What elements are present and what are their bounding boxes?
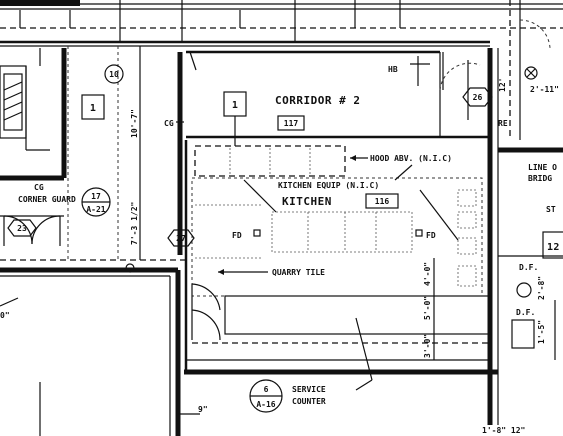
svg-text:3'-0": 3'-0" [423,334,432,358]
svg-text:D.F.: D.F. [516,308,535,317]
kitchen-equip-note: KITCHEN EQUIP (N.I.C) [243,179,459,241]
hex-tag-10: 10 [104,64,124,84]
stair-core [0,48,67,181]
corner-guard-cg: CG CG [34,119,184,192]
kitchen-name: KITCHEN [282,195,332,208]
corridor-name: CORRIDOR # 2 [275,94,360,107]
detail-ref-6-a16: 6 A-16 [249,379,283,413]
bottom-dims: 9" 1'-8" 12" [178,405,525,435]
corridor-number: 117 [284,119,299,128]
hex-tag-26: 26 [462,87,493,107]
svg-text:1: 1 [90,103,96,114]
svg-text:1: 1 [232,100,238,111]
hood-note: HOOD ABV. (N.I.C) [350,154,452,181]
svg-text:7'-3 1/2": 7'-3 1/2" [130,202,139,245]
hb-label: HB [388,65,398,74]
kitchen-number: 116 [375,197,390,206]
svg-text:2'-8": 2'-8" [537,276,546,300]
svg-text:5'-0": 5'-0" [423,296,432,320]
svg-text:1'-5": 1'-5" [537,320,546,344]
right-edge-room: 12 LINE O BRIDG ST D.F. 2'-8" D.F. 1'-5" [498,147,563,360]
top-wall-band [0,0,563,47]
svg-text:ST: ST [546,205,556,214]
svg-text:D.F.: D.F. [519,263,538,272]
svg-text:CORNER GUARD: CORNER GUARD [18,195,76,204]
svg-text:BRIDG: BRIDG [528,174,552,183]
svg-text:10: 10 [109,70,119,79]
corner-guard-note: CORNER GUARD [18,195,76,204]
svg-text:COUNTER: COUNTER [292,397,326,406]
hood-outline [194,145,346,177]
svg-text:27: 27 [176,234,186,243]
corridor-label: CORRIDOR # 2 117 [275,94,360,131]
service-counter-note: SERVICE COUNTER [292,317,373,406]
kitchen-dims: 4'-0" 5'-0" 3'-0" [423,258,435,360]
svg-text:LINE O: LINE O [528,163,557,172]
svg-text:RE: RE [498,119,508,128]
detail-ref-17-a21: 17 A-21 [81,187,111,217]
corridor-walls [177,48,499,425]
service-counter [191,283,491,344]
svg-text:FD: FD [232,231,242,240]
hex-tag-27: 27 [167,229,195,247]
svg-text:0": 0" [0,311,10,320]
svg-text:6: 6 [264,385,269,394]
floor-drains: FD FD [232,229,436,240]
svg-text:12': 12' [498,78,507,92]
svg-text:26: 26 [473,93,483,102]
right-column: 12' 2'-11" RE [498,0,559,140]
svg-text:QUARRY TILE: QUARRY TILE [272,268,325,277]
svg-text:23: 23 [17,224,27,233]
kitchen-walls [184,140,498,375]
svg-text:A-21: A-21 [86,205,105,214]
svg-text:12: 12 [547,242,560,253]
svg-text:A-16: A-16 [256,400,275,409]
hose-bib-area: HB [388,56,481,91]
svg-text:2'-11": 2'-11" [530,85,559,94]
grid-lines [0,46,190,261]
left-dims: 10'-7" 7'-3 1/2" [125,46,141,273]
kitchen-label: KITCHEN 116 [282,193,399,209]
svg-text:CG: CG [164,119,174,128]
svg-text:10'-7": 10'-7" [130,109,139,138]
svg-text:17: 17 [91,192,101,201]
svg-text:FD: FD [426,231,436,240]
svg-text:HOOD ABV. (N.I.C): HOOD ABV. (N.I.C) [370,154,452,163]
svg-text:SERVICE: SERVICE [292,385,326,394]
partition-tag-1-mid: 1 [223,91,247,146]
corner-guard-area [0,215,64,246]
svg-text:4'-0": 4'-0" [423,262,432,286]
svg-text:KITCHEN EQUIP (N.I.C): KITCHEN EQUIP (N.I.C) [278,181,379,190]
svg-text:9": 9" [198,405,208,414]
quarry-tile-note: QUARRY TILE [218,268,325,277]
lower-left-room: 0" [0,267,181,436]
svg-text:CG: CG [34,183,44,192]
partition-tag-1-left: 1 [81,94,105,120]
svg-text:1'-8" 12": 1'-8" 12" [482,426,525,435]
hex-tag-23: 23 [7,219,37,237]
